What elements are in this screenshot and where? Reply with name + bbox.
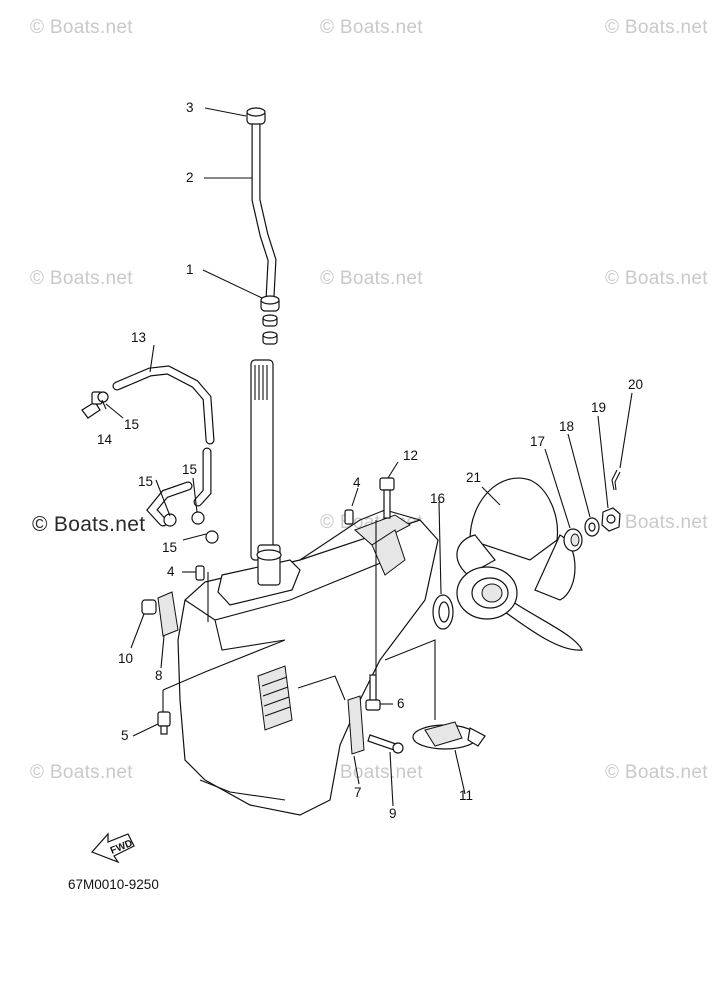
callout-19: 19 (591, 400, 606, 415)
callout-17: 17 (530, 434, 545, 449)
spacer-17[interactable] (563, 528, 583, 552)
watermark: © Boats.net (605, 762, 708, 783)
propeller-21[interactable] (456, 477, 583, 651)
callout-11: 11 (459, 788, 473, 803)
hose-clamp-15[interactable] (97, 391, 219, 544)
callout-1: 1 (186, 262, 194, 277)
callout-18: 18 (559, 419, 574, 434)
trim-tab-11[interactable] (412, 721, 486, 750)
watermark: © Boats.net (320, 17, 423, 38)
cotter-pin-20[interactable] (611, 469, 621, 491)
assembly-lines (162, 520, 436, 720)
water-tube[interactable] (251, 117, 277, 303)
bolt-12[interactable] (379, 477, 395, 519)
callout-4: 4 (353, 475, 361, 490)
callout-8: 8 (155, 668, 163, 683)
callout-14: 14 (97, 432, 113, 447)
leader-lines (101, 107, 633, 807)
callout-15: 15 (124, 417, 139, 432)
callout-15: 15 (162, 540, 177, 555)
callout-6: 6 (397, 696, 405, 711)
drive-shaft[interactable] (250, 359, 282, 586)
callout-21: 21 (466, 470, 481, 485)
callout-labels: 3 2 1 13 15 14 15 15 15 4 12 4 10 8 5 6 … (97, 100, 643, 821)
watermark: © Boats.net (605, 17, 708, 38)
callout-2: 2 (186, 170, 194, 185)
anode-8[interactable] (157, 591, 179, 637)
thrust-washer-16[interactable] (432, 594, 454, 630)
watermark: © Boats.net (320, 762, 423, 783)
callout-12: 12 (403, 448, 418, 463)
watermark: © Boats.net (30, 17, 133, 38)
callout-15: 15 (182, 462, 197, 477)
callout-3: 3 (186, 100, 194, 115)
anode-7[interactable] (347, 695, 365, 755)
bolt-6[interactable] (365, 674, 381, 711)
callout-20: 20 (628, 377, 643, 392)
grommet-3[interactable] (246, 107, 266, 125)
dowel-pin-4[interactable] (195, 509, 354, 581)
bolt-9[interactable] (367, 734, 404, 754)
callout-5: 5 (121, 728, 129, 743)
lower-casing[interactable] (177, 509, 439, 816)
callout-15: 15 (138, 474, 153, 489)
drawing-code: 67M0010-9250 (68, 877, 159, 892)
watermark: © Boats.net (605, 268, 708, 289)
callout-10: 10 (118, 651, 133, 666)
nut-19[interactable] (601, 507, 621, 532)
forward-arrow-icon: FWD (90, 832, 135, 864)
hose-13[interactable] (112, 365, 215, 527)
washer-18[interactable] (584, 517, 600, 537)
grommet-1[interactable] (260, 295, 280, 345)
watermark: © Boats.net (320, 268, 423, 289)
watermark: © Boats.net (30, 762, 133, 783)
callout-13: 13 (131, 330, 146, 345)
watermark: © Boats.net (32, 513, 146, 536)
bolt-5[interactable] (157, 711, 171, 735)
nut-10[interactable] (141, 599, 157, 615)
watermark: © Boats.net (30, 268, 133, 289)
callout-7: 7 (354, 785, 362, 800)
callout-9: 9 (389, 806, 397, 821)
callout-4: 4 (167, 564, 175, 579)
watermark: © Boats.net (605, 512, 708, 533)
callout-16: 16 (430, 491, 445, 506)
